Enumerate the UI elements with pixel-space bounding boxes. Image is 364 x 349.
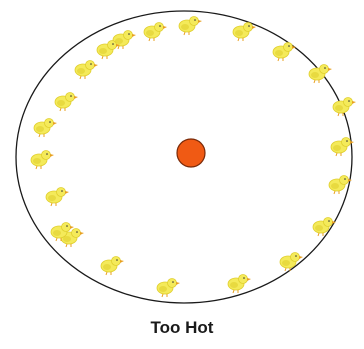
chick-icon: [34, 119, 57, 138]
chick-icon: [280, 253, 303, 272]
chick-icon: [101, 257, 124, 276]
chick-icon: [273, 43, 296, 62]
chick-icon: [313, 218, 336, 237]
chick-icon: [144, 23, 167, 42]
chick-icon: [157, 279, 180, 298]
diagram-caption: Too Hot: [0, 318, 364, 338]
chick-icon: [46, 188, 69, 207]
chick-icon: [309, 65, 332, 84]
chick-icon: [31, 151, 54, 170]
chick-icon: [179, 17, 202, 36]
chick-icon: [331, 138, 354, 157]
chick-icon: [55, 93, 78, 112]
heat-lamp-icon: [177, 139, 205, 167]
chick-icon: [228, 275, 251, 294]
chick-icon: [97, 41, 120, 60]
chick-icon: [75, 61, 98, 80]
chick-icon: [233, 23, 256, 42]
